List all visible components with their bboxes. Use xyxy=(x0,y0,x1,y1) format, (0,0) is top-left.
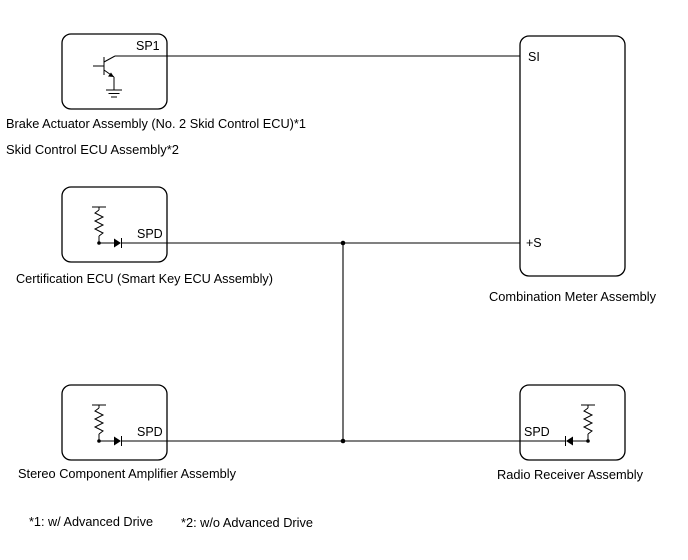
combination-meter-pin-s: +S xyxy=(526,236,542,250)
footnote-1: *1: w/ Advanced Drive xyxy=(29,515,153,529)
footnote-2: *2: w/o Advanced Drive xyxy=(181,516,313,530)
combination-meter-label: Combination Meter Assembly xyxy=(489,290,657,304)
junction-upper xyxy=(340,240,346,246)
transistor-icon xyxy=(93,55,167,90)
skid-control-ecu-label: Skid Control ECU Assembly*2 xyxy=(6,143,179,157)
combination-meter-box xyxy=(519,35,626,277)
radio-receiver-pin-label: SPD xyxy=(524,425,550,439)
combination-meter-pin-si: SI xyxy=(528,50,540,64)
stereo-amplifier-box xyxy=(61,384,168,461)
diode-icon xyxy=(114,436,122,446)
brake-actuator-box xyxy=(61,33,168,110)
brake-actuator-label: Brake Actuator Assembly (No. 2 Skid Cont… xyxy=(6,117,306,131)
certification-ecu-box xyxy=(61,186,168,263)
radio-receiver-label: Radio Receiver Assembly xyxy=(497,468,644,482)
junction-lower xyxy=(340,438,346,444)
radio-receiver-box xyxy=(519,384,626,461)
resistor-icon xyxy=(581,404,595,441)
stereo-amplifier-label: Stereo Component Amplifier Assembly xyxy=(18,467,237,481)
stereo-amplifier-pin-label: SPD xyxy=(137,425,163,439)
certification-ecu-label: Certification ECU (Smart Key ECU Assembl… xyxy=(16,272,273,286)
resistor-icon xyxy=(92,206,106,243)
brake-actuator-pin-label: SP1 xyxy=(136,39,160,53)
diode-icon xyxy=(114,238,122,248)
certification-ecu-pin-label: SPD xyxy=(137,227,163,241)
diode-icon xyxy=(565,436,573,446)
ground-icon xyxy=(106,89,122,98)
